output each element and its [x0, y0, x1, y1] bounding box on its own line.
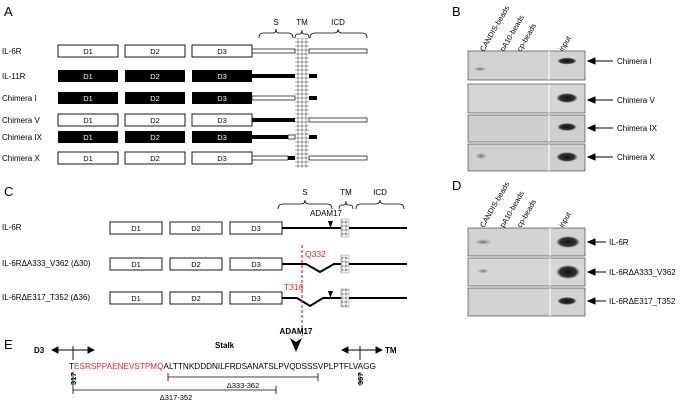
blot-chimera-ix — [467, 114, 586, 143]
blot-label: Chimera IX — [617, 124, 658, 133]
blot-label: Chimera X — [617, 153, 655, 162]
row-label: IL-6RΔE317_T352 (Δ36) — [2, 293, 90, 302]
d3-boundary-arrow — [50, 346, 96, 360]
svg-text:D2: D2 — [191, 260, 201, 269]
construct-c-il6r — [109, 218, 407, 238]
blot-d-delta36 — [467, 287, 586, 317]
panel-c-domain-labels: D1 D2 D3 D1 D2 D3 D1 D2 D3 — [131, 224, 261, 303]
svg-text:D1: D1 — [83, 47, 93, 56]
tm-boundary-arrow — [340, 346, 384, 360]
construct-chimera-ix — [58, 131, 317, 143]
label-s: S — [273, 18, 278, 27]
adam17-arrow — [290, 338, 302, 352]
row-label: IL-6RΔA333_V362 (Δ30) — [2, 259, 91, 268]
row-label: Chimera IX — [2, 133, 43, 142]
tm-region — [295, 38, 309, 168]
svg-text:D1: D1 — [131, 294, 141, 303]
svg-text:D1: D1 — [83, 154, 93, 163]
svg-text:D3: D3 — [217, 133, 227, 142]
svg-text:D1: D1 — [83, 72, 93, 81]
svg-text:D3: D3 — [251, 224, 261, 233]
panel-d-column-labels: CANDIS-beads pA10-beads cp-beads input — [478, 180, 573, 229]
label-icd: ICD — [373, 188, 387, 197]
stalk-label: Stalk — [215, 341, 235, 350]
label-s: S — [302, 188, 307, 197]
row-label: IL-6R — [2, 47, 22, 56]
blot-label: Chimera V — [617, 96, 655, 105]
row-label: IL-6R — [2, 223, 22, 232]
svg-text:D3: D3 — [217, 116, 227, 125]
panel-d-arrows — [586, 238, 606, 305]
deletion-bar-317-352 — [72, 386, 277, 394]
svg-text:D2: D2 — [150, 72, 160, 81]
svg-text:D2: D2 — [150, 47, 160, 56]
construct-il6r — [57, 44, 368, 58]
panel-a-letter: A — [4, 4, 13, 19]
row-label: Chimera V — [2, 116, 40, 125]
panel-b-arrows — [586, 57, 613, 161]
panel-b-column-labels: CANDIS-beads pA10-beads cp-beads input — [478, 4, 573, 53]
svg-text:D2: D2 — [150, 133, 160, 142]
row-label: IL-11R — [2, 72, 26, 81]
blot-label: IL-6RΔE317_T352 — [609, 297, 676, 306]
blot-label: IL-6R — [609, 238, 629, 247]
deletion-label-317-352: Δ317-352 — [160, 393, 193, 402]
panel-e-letter: E — [4, 337, 13, 352]
stalk-sequence: TESRSPPAENEVSTPMQALTTNKDDDNILFRDSANATSLP… — [69, 362, 376, 371]
svg-text:D1: D1 — [83, 94, 93, 103]
deletion-bar-333-362 — [167, 373, 319, 381]
svg-text:D3: D3 — [217, 154, 227, 163]
panel-a-domain-labels: D1 D2 D3 D1 D2 D3 D1 D2 D3 D1 D2 D3 D1 D… — [83, 47, 227, 163]
blot-d-il6r — [467, 227, 586, 257]
position-start: 317 — [69, 372, 78, 385]
svg-text:input: input — [557, 34, 573, 53]
svg-text:D1: D1 — [131, 224, 141, 233]
label-tm: TM — [296, 18, 308, 27]
panel-c-domain-braces — [277, 199, 405, 210]
construct-chimera-x — [57, 151, 368, 165]
construct-c-delta36 — [109, 288, 407, 308]
q332-label: Q332 — [305, 249, 326, 259]
svg-text:D1: D1 — [83, 116, 93, 125]
blot-chimera-v — [467, 83, 586, 114]
svg-text:D3: D3 — [217, 94, 227, 103]
position-end: 367 — [356, 372, 365, 385]
svg-text:D1: D1 — [83, 133, 93, 142]
svg-text:D2: D2 — [191, 294, 201, 303]
svg-text:D3: D3 — [217, 72, 227, 81]
blot-d-delta30 — [467, 257, 586, 287]
construct-chimera-v — [57, 113, 368, 127]
panel-b-letter: B — [452, 4, 461, 19]
svg-text:D2: D2 — [150, 94, 160, 103]
tm-label: TM — [385, 346, 397, 355]
construct-chimera-i — [58, 92, 317, 104]
svg-text:D2: D2 — [150, 116, 160, 125]
adam17-label: ADAM17 — [310, 209, 343, 218]
svg-text:D2: D2 — [150, 154, 160, 163]
panel-c-letter: C — [4, 184, 13, 199]
construct-il11r — [58, 70, 317, 82]
svg-text:D3: D3 — [217, 47, 227, 56]
blot-chimera-x — [467, 143, 586, 172]
t316-label: T316 — [284, 282, 304, 292]
panel-a-domain-braces — [258, 28, 368, 39]
label-tm: TM — [340, 188, 352, 197]
svg-text:D3: D3 — [251, 260, 261, 269]
d3-label: D3 — [34, 346, 45, 355]
row-label: Chimera I — [2, 94, 37, 103]
blot-label: Chimera I — [617, 57, 652, 66]
adam17-label-e: ADAM17 — [280, 327, 313, 336]
blot-label: IL-6RΔA333_V362 — [609, 268, 676, 277]
svg-text:input: input — [557, 210, 573, 229]
deletion-label-333-362: Δ333-362 — [227, 381, 260, 390]
svg-text:D1: D1 — [131, 260, 141, 269]
construct-c-delta30 — [109, 254, 407, 274]
panel-d-letter: D — [452, 178, 461, 193]
label-icd: ICD — [331, 18, 345, 27]
row-label: Chimera X — [2, 154, 40, 163]
blot-chimera-i — [467, 50, 586, 81]
svg-text:D2: D2 — [191, 224, 201, 233]
svg-text:D3: D3 — [251, 294, 261, 303]
